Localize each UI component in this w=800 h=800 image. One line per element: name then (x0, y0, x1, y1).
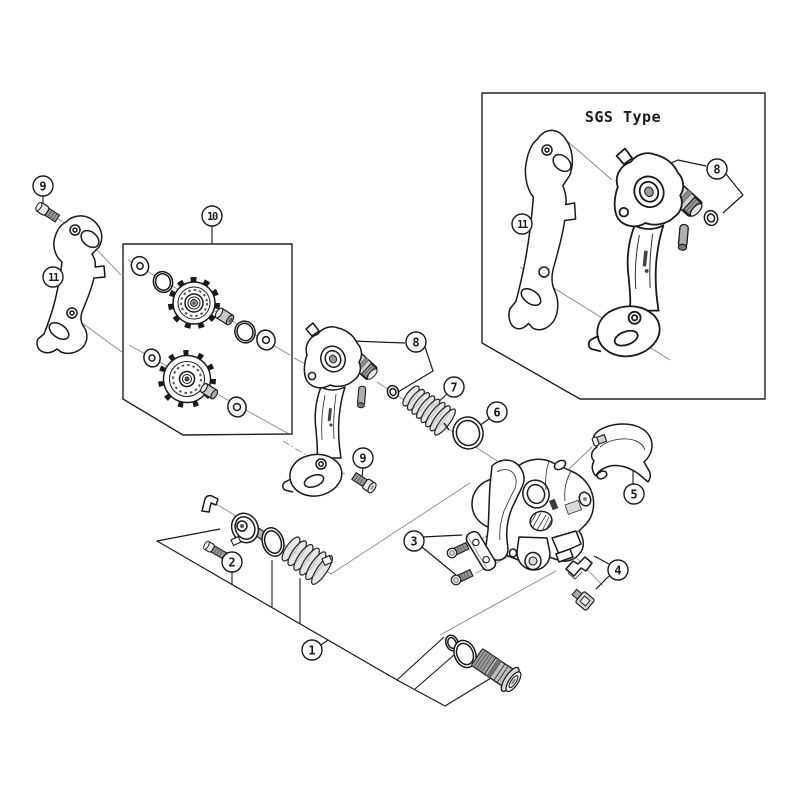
svg-text:11: 11 (48, 272, 59, 284)
svg-text:10: 10 (207, 211, 218, 223)
cage-bolt-center (351, 471, 377, 494)
svg-text:6: 6 (493, 405, 500, 419)
guide-pulley-bushing (214, 307, 235, 326)
axle-oring-large (453, 639, 477, 669)
callout-5: 5 (623, 483, 645, 505)
callout-9: 9 (32, 175, 54, 197)
callout-1: 1 (301, 639, 323, 661)
outer-plate-assembly-sgs (587, 147, 719, 358)
callout-8: 8 (405, 331, 427, 353)
cable-clamp-4 (565, 556, 595, 611)
callout-11: 11 (42, 266, 64, 288)
cage-bolt-top-left (35, 202, 61, 223)
axle-bolt-group (444, 634, 522, 693)
svg-text:7: 7 (450, 380, 457, 394)
bolt-2 (203, 540, 228, 560)
callout-4: 4 (607, 559, 629, 581)
svg-text:9: 9 (359, 451, 366, 465)
svg-text:2: 2 (228, 555, 235, 569)
tension-pulley-washer-left (143, 348, 161, 368)
guide-pulley-seal-right (234, 320, 256, 344)
svg-text:8: 8 (713, 162, 720, 176)
adjust-screws-3 (446, 530, 497, 586)
body-hatch (529, 510, 553, 532)
outer-plate-assembly (282, 322, 378, 497)
callout-9: 9 (352, 447, 374, 469)
guide-pulley (168, 277, 220, 329)
svg-text:4: 4 (614, 563, 621, 577)
guide-pulley-washer-right (256, 329, 276, 351)
guide-pulley-seal-left (152, 270, 174, 294)
callout-8: 8 (706, 158, 728, 180)
svg-text:3: 3 (410, 534, 417, 548)
svg-text:5: 5 (630, 487, 637, 501)
callout-11: 11 (511, 213, 533, 235)
axle-bolt (470, 648, 522, 693)
guide-pulley-washer (130, 255, 150, 277)
sgs-inset-title: SGS Type (585, 108, 661, 126)
callout-6: 6 (486, 401, 508, 423)
pulley-group (130, 255, 276, 418)
svg-text:9: 9 (39, 179, 46, 193)
callout-10: 10 (201, 205, 223, 227)
callout-2: 2 (221, 551, 243, 573)
cam-seal-ring (261, 527, 285, 557)
plate-axle-washer (386, 384, 400, 400)
sgs-inset-box (481, 92, 766, 400)
svg-text:1: 1 (308, 643, 315, 657)
group-boxes (122, 92, 766, 436)
callout-7: 7 (443, 376, 465, 398)
derailleur-body (471, 458, 595, 571)
bracket-plate-5 (590, 423, 653, 483)
axis-lines (57, 132, 671, 636)
callout-3: 3 (403, 530, 425, 552)
stopper-clip (201, 494, 219, 513)
tension-spring-leg (443, 422, 450, 431)
tension-pulley-bushing (200, 382, 219, 400)
tension-pulley-washer-right (227, 396, 247, 418)
svg-text:8: 8 (412, 335, 419, 349)
svg-text:11: 11 (517, 219, 528, 231)
tension-spring (402, 385, 456, 436)
tension-pulley (158, 350, 216, 408)
spring-end-tab (321, 554, 333, 567)
seal-ring-6 (452, 416, 484, 450)
pulley-group-box (122, 243, 293, 436)
inner-plate-left-holes (48, 224, 100, 341)
inner-plate-sgs (507, 129, 577, 331)
callouts: 9 11 10 8 7 6 9 5 3 4 2 1 8 11 (32, 158, 728, 661)
cam-unit-group (201, 494, 334, 585)
